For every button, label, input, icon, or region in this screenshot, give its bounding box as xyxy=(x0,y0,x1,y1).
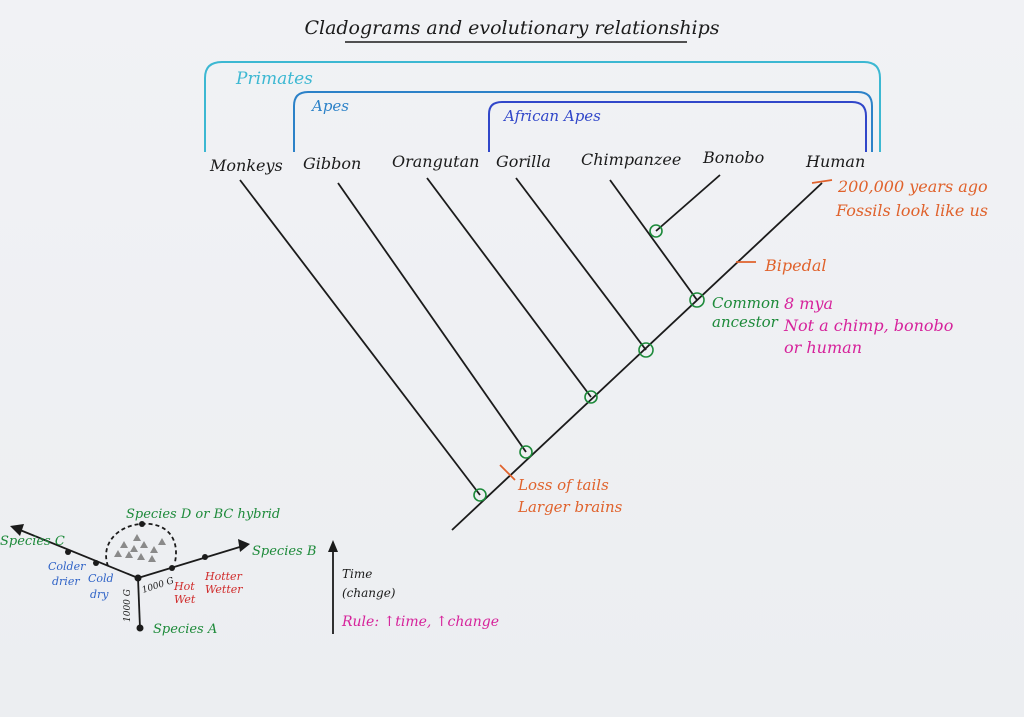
speciation-diagram: Species D or BC hybrid Species C Species… xyxy=(0,507,316,637)
tick-human-age xyxy=(811,179,833,184)
generations-label-a: 1000 G xyxy=(123,589,133,622)
node-monkeys xyxy=(473,488,487,502)
node-gorilla xyxy=(638,342,654,358)
african-apes-label: African Apes xyxy=(502,107,601,125)
branch-gorilla xyxy=(515,177,647,351)
node-chimp-bonobo xyxy=(649,224,663,238)
tick-tails xyxy=(499,464,516,481)
node-chimp-human xyxy=(689,292,705,308)
not-chimp-text-2: or human xyxy=(784,338,862,357)
primates-bracket xyxy=(204,61,881,152)
bipedal-text: Bipedal xyxy=(764,256,826,275)
primates-label: Primates xyxy=(235,69,313,89)
hotter-label: Hotter xyxy=(204,570,243,583)
branch-bonobo xyxy=(655,174,721,232)
mya-text: 8 mya xyxy=(784,294,833,313)
taxon-monkeys: Monkeys xyxy=(209,156,283,175)
trunk-line xyxy=(451,182,823,531)
cladogram-nodes xyxy=(473,224,705,502)
cladogram-branches xyxy=(239,174,823,531)
species-d-label: Species D or BC hybrid xyxy=(126,507,280,522)
hot-label: Hot xyxy=(173,580,195,593)
trait-ticks xyxy=(499,179,833,481)
speciation-dots xyxy=(65,521,208,632)
species-a-label: Species A xyxy=(153,622,217,637)
taxon-orangutan: Orangutan xyxy=(392,152,479,171)
apes-label: Apes xyxy=(310,97,349,115)
wet-label: Wet xyxy=(174,593,196,606)
taxon-human: Human xyxy=(805,152,865,171)
brains-text: Larger brains xyxy=(517,498,623,516)
time-label: Time xyxy=(342,567,372,581)
branch-monkeys xyxy=(239,179,481,496)
human-age-text: 200,000 years ago xyxy=(837,177,988,196)
branch-chimpanzee xyxy=(609,179,698,301)
wetter-label: Wetter xyxy=(205,583,243,596)
rule-label: Rule: ↑time, ↑change xyxy=(341,614,499,630)
generations-label-b: 1000 G xyxy=(141,576,175,596)
population-triangles xyxy=(114,534,166,562)
human-fossils-text: Fossils look like us xyxy=(835,201,988,220)
dry-label: dry xyxy=(90,588,109,601)
taxon-bonobo: Bonobo xyxy=(702,148,764,167)
cold-label: Cold xyxy=(88,572,114,585)
branch-gibbon xyxy=(337,182,527,453)
diagram-title: Cladograms and evolutionary relationship… xyxy=(304,17,719,39)
arrowhead-b xyxy=(238,539,250,552)
branch-to-b xyxy=(137,545,244,579)
branch-orangutan xyxy=(426,177,592,398)
not-chimp-text-1: Not a chimp, bonobo xyxy=(783,316,953,335)
arrowhead-c xyxy=(10,524,24,536)
taxon-gibbon: Gibbon xyxy=(303,154,361,173)
change-label: (change) xyxy=(342,586,396,600)
tails-text: Loss of tails xyxy=(517,476,609,494)
african-apes-bracket xyxy=(488,101,867,152)
branch-to-c xyxy=(19,529,139,579)
common-ancestor-text-1: Common xyxy=(712,294,780,312)
drier-label: drier xyxy=(52,575,80,588)
species-b-label: Species B xyxy=(252,544,316,559)
common-ancestor-text-2: ancestor xyxy=(712,313,779,331)
node-orangutan xyxy=(584,390,598,404)
species-c-label: Species C xyxy=(0,534,65,549)
time-axis: Time (change) Rule: ↑time, ↑change xyxy=(328,540,499,634)
taxon-gorilla: Gorilla xyxy=(496,152,551,171)
colder-label: Colder xyxy=(48,560,86,573)
apes-bracket xyxy=(293,91,873,152)
taxon-chimpanzee: Chimpanzee xyxy=(581,150,681,169)
species-a-stem xyxy=(137,577,141,629)
node-gibbon xyxy=(519,445,533,459)
